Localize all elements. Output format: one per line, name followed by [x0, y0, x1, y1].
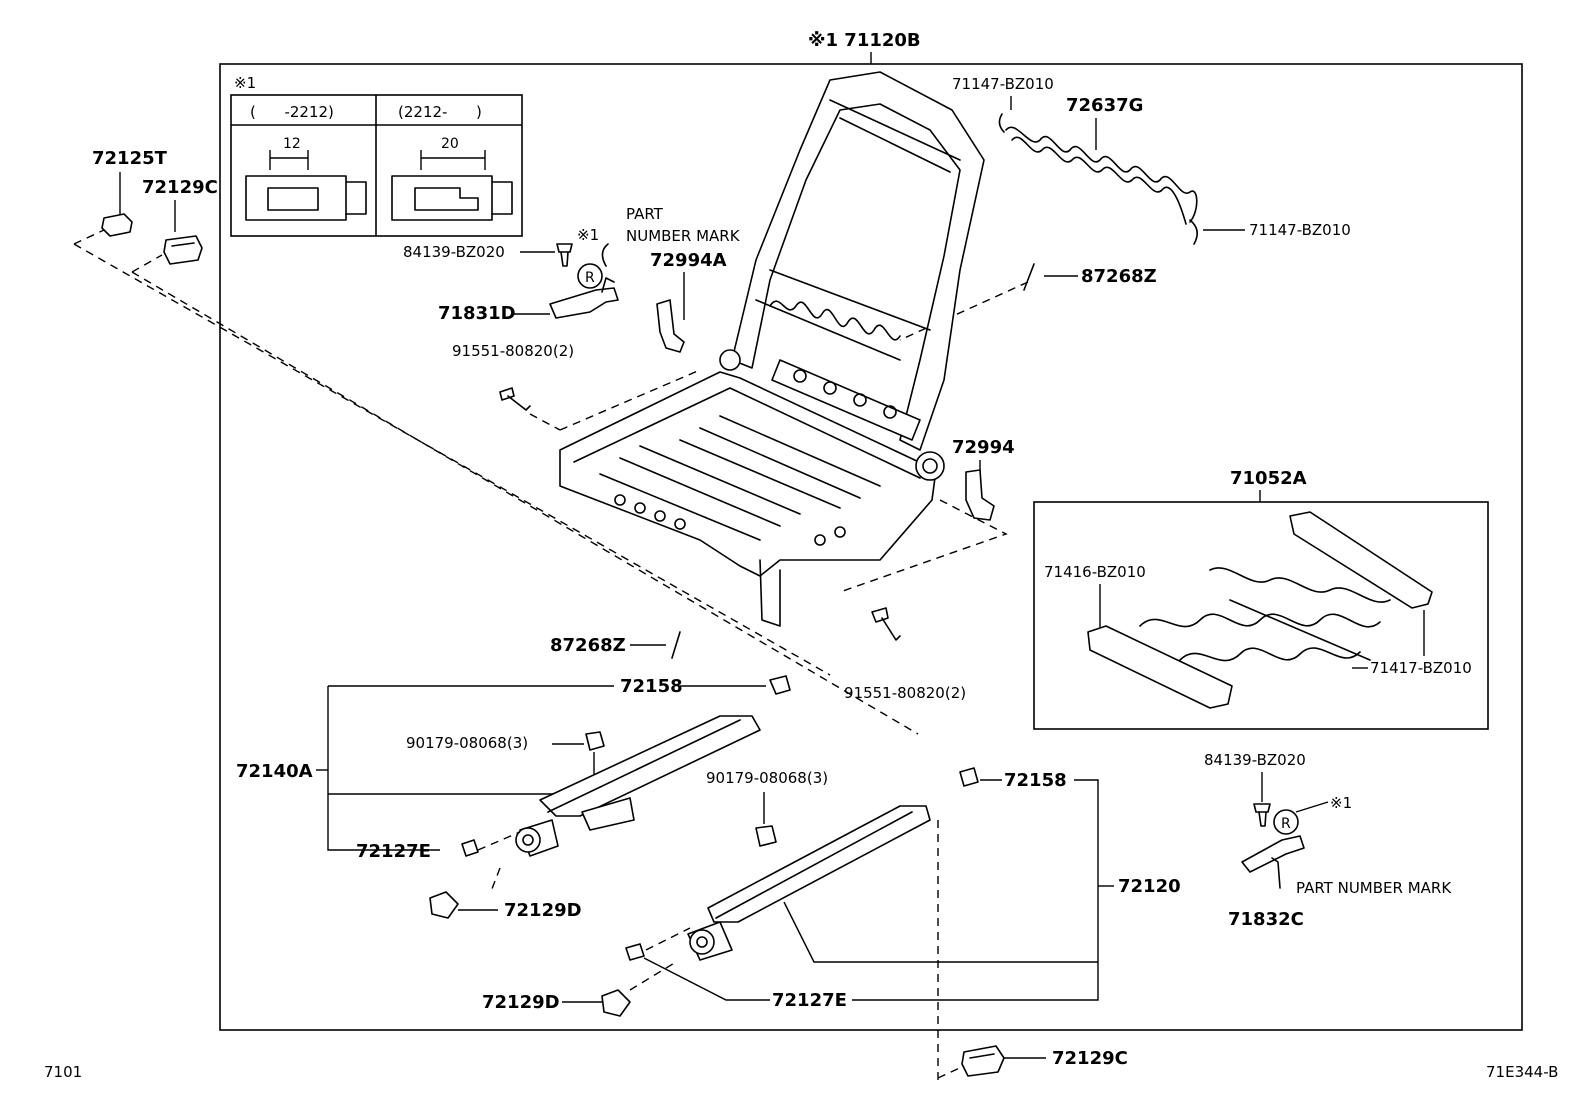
- part-72127E-upper: 72127E: [356, 831, 521, 862]
- svg-text:84139-BZ020: 84139-BZ020: [1204, 751, 1306, 769]
- part-87268Z-upper: 87268Z: [899, 263, 1157, 341]
- svg-text:87268Z: 87268Z: [1081, 266, 1157, 287]
- footer-left-code: 7101: [44, 1063, 82, 1081]
- svg-text:※1: ※1: [1330, 794, 1352, 812]
- svg-text:71832C: 71832C: [1228, 909, 1304, 930]
- inset-table: ※1 ( -2212) (2212- ) 12 20: [230, 74, 523, 237]
- part-72129C-bottom: 72129C: [937, 1045, 1128, 1079]
- svg-text:90179-08068(3): 90179-08068(3): [706, 769, 828, 787]
- seat-frame-71120B: [559, 71, 985, 627]
- svg-text:72994A: 72994A: [650, 250, 727, 271]
- title-label: ※1 71120B: [808, 30, 921, 51]
- svg-text:72158: 72158: [1004, 770, 1067, 791]
- part-72125T: 72125T: [92, 148, 168, 237]
- inset-col1-range: ( -2212): [250, 103, 334, 121]
- part-72129C-top: 72129C: [142, 177, 218, 265]
- svg-text:72120: 72120: [1118, 876, 1181, 897]
- svg-text:71052A: 71052A: [1230, 468, 1307, 489]
- part-90179-08068-lower: 90179-08068(3): [706, 769, 828, 847]
- part-72158-lower: 72158: [852, 767, 1099, 1001]
- svg-text:PART: PART: [626, 205, 664, 223]
- inset-col1-dim: 12: [283, 136, 301, 152]
- svg-text:R: R: [1281, 816, 1291, 832]
- svg-text:72125T: 72125T: [92, 148, 168, 169]
- part-72994: 72994: [952, 437, 1015, 521]
- part-84139-bz020-lower: 84139-BZ020: [1204, 751, 1306, 827]
- part-72140A: 72140A: [236, 685, 761, 857]
- svg-text:91551-80820(2): 91551-80820(2): [844, 684, 966, 702]
- part-72994A: 72994A: [650, 250, 727, 353]
- part-72158-upper: 72158: [620, 675, 791, 697]
- inset-col2-dim: 20: [441, 136, 459, 152]
- svg-text:※1: ※1: [577, 226, 599, 244]
- part-84139-bz020-upper: 84139-BZ020: [403, 243, 573, 267]
- svg-text:72129C: 72129C: [1052, 1048, 1128, 1069]
- part-72637G: 72637G: [1005, 95, 1198, 225]
- svg-text:90179-08068(3): 90179-08068(3): [406, 734, 528, 752]
- svg-text:72129C: 72129C: [142, 177, 218, 198]
- svg-text:87268Z: 87268Z: [550, 635, 626, 656]
- svg-text:91551-80820(2): 91551-80820(2): [452, 342, 574, 360]
- inset-note: ※1: [234, 74, 256, 92]
- svg-text:72158: 72158: [620, 676, 683, 697]
- svg-text:72127E: 72127E: [772, 990, 847, 1011]
- inset-col2-range: (2212- ): [398, 103, 482, 121]
- part-71832C: R ※1 PART NUMBER MARK 71832C: [1228, 794, 1452, 930]
- svg-text:NUMBER MARK: NUMBER MARK: [626, 227, 741, 245]
- svg-text:72129D: 72129D: [482, 992, 560, 1013]
- part-72120: 72120: [687, 805, 1181, 963]
- part-71831D: 71831D R ※1 PART NUMBER MARK: [438, 205, 741, 324]
- part-71052A-group: 71052A 71416-BZ010 71417-BZ010: [1033, 468, 1489, 730]
- part-72129D-lower: 72129D: [482, 961, 677, 1017]
- svg-text:72637G: 72637G: [1066, 95, 1143, 116]
- part-87268Z-lower: 87268Z: [550, 631, 681, 659]
- svg-text:71417-BZ010: 71417-BZ010: [1370, 659, 1472, 677]
- svg-text:72129D: 72129D: [504, 900, 582, 921]
- svg-text:72994: 72994: [952, 437, 1015, 458]
- part-71147-bz010-top: 71147-BZ010: [952, 75, 1054, 133]
- part-91551-80820-upper: 91551-80820(2): [452, 342, 574, 431]
- svg-text:R: R: [585, 270, 595, 286]
- svg-text:71416-BZ010: 71416-BZ010: [1044, 563, 1146, 581]
- footer-right-code: 71E344-B: [1486, 1063, 1558, 1081]
- part-72129D-upper: 72129D: [429, 867, 582, 921]
- svg-text:72127E: 72127E: [356, 841, 431, 862]
- svg-text:71147-BZ010: 71147-BZ010: [952, 75, 1054, 93]
- part-71147-bz010-right: 71147-BZ010: [1189, 219, 1351, 245]
- part-91551-80820-lower: 91551-80820(2): [844, 607, 966, 702]
- svg-text:71831D: 71831D: [438, 303, 516, 324]
- svg-text:72140A: 72140A: [236, 761, 313, 782]
- svg-text:71147-BZ010: 71147-BZ010: [1249, 221, 1351, 239]
- svg-text:84139-BZ020: 84139-BZ020: [403, 243, 505, 261]
- part-72127E-lower: 72127E: [625, 927, 847, 1011]
- svg-text:PART NUMBER MARK: PART NUMBER MARK: [1296, 879, 1452, 897]
- part-90179-08068-upper: 90179-08068(3): [406, 731, 605, 774]
